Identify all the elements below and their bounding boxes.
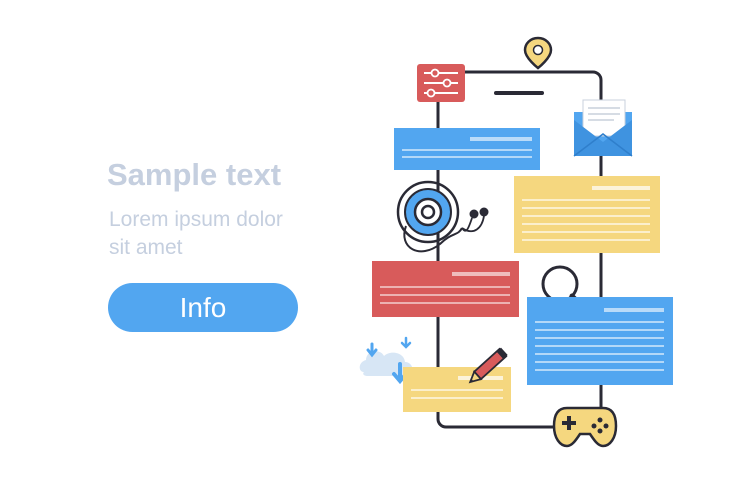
info-button[interactable]: Info (108, 283, 298, 332)
settings-sliders-icon (417, 64, 465, 102)
envelope-icon (573, 99, 633, 157)
message-card-yellow-right (514, 176, 660, 253)
location-pin-icon (523, 36, 553, 70)
hero-subtitle: Lorem ipsum dolor sit amet (109, 208, 283, 259)
hero-text: Sample text Lorem ipsum dolor sit amet (107, 155, 337, 262)
hero-title: Sample text (107, 157, 282, 192)
message-card-red (372, 261, 519, 317)
message-card-blue-top (394, 128, 540, 170)
headphones-icon (396, 180, 460, 244)
gamepad-icon (552, 406, 618, 448)
cloud-download-icon (359, 336, 413, 385)
pencil-icon (468, 347, 508, 384)
message-card-blue-right (527, 297, 673, 385)
smartphone-illustration (359, 36, 673, 448)
earbuds-icon (403, 207, 489, 253)
message-card-yellow-bottom (403, 367, 511, 412)
